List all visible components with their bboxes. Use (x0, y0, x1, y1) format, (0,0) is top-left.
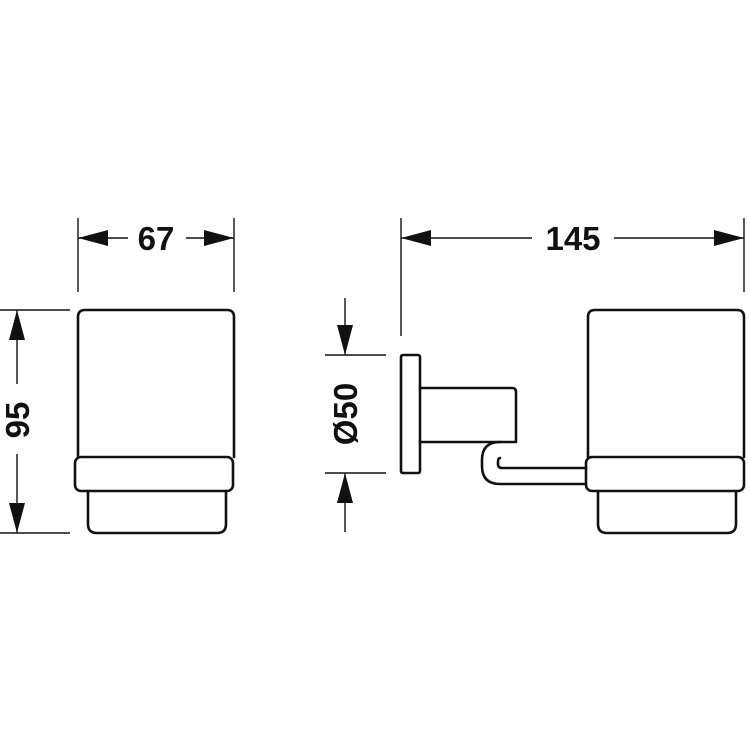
height-dimension: 95 (0, 309, 70, 534)
support-arm (480, 440, 588, 486)
width-dimension: 67 (77, 218, 235, 292)
arrowhead (337, 325, 353, 355)
arrowhead (9, 503, 25, 533)
front-view-tumbler (73, 308, 236, 535)
projection-label: 145 (545, 220, 600, 257)
arrowhead (337, 473, 353, 503)
diameter-label: Ø50 (327, 383, 364, 445)
side-view-holder (399, 308, 746, 535)
arrowhead (401, 230, 431, 246)
projection-dimension: 145 (400, 218, 745, 336)
side-holder-band (584, 455, 746, 493)
side-glass-base (596, 489, 738, 535)
mount-block (418, 386, 518, 444)
arrowhead (9, 310, 25, 340)
wall-rosette (399, 353, 422, 475)
height-label: 95 (0, 402, 36, 439)
arrowhead (204, 230, 234, 246)
arrowhead (78, 230, 108, 246)
width-label: 67 (138, 220, 175, 257)
front-glass-base (86, 489, 228, 535)
front-glass-outline (76, 308, 236, 459)
side-glass-outline (586, 308, 746, 459)
diameter-dimension: Ø50 (325, 298, 386, 532)
front-holder-band (73, 455, 235, 493)
arrowhead (714, 230, 744, 246)
